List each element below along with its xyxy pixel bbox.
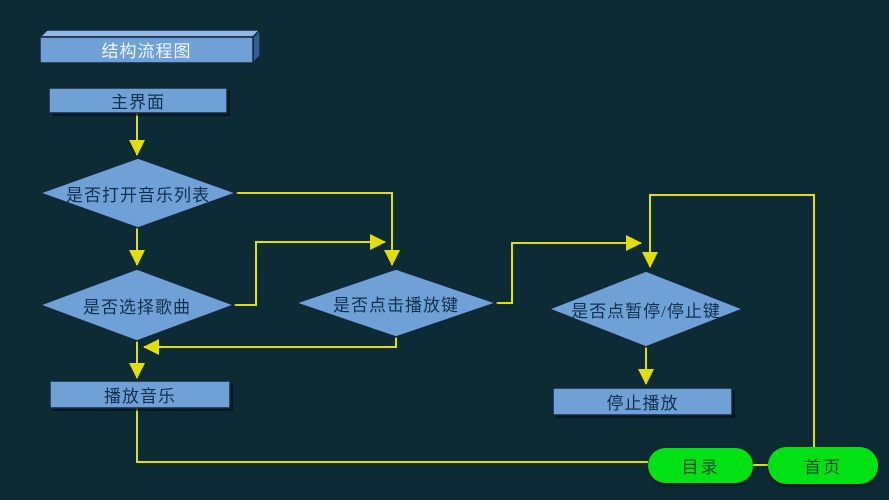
connector-clickplay-to-pausestop <box>496 235 642 304</box>
main-box-shape <box>48 87 228 114</box>
connector-playmusic-to-toc <box>136 408 648 463</box>
clickplay-diamond-shape <box>293 268 499 338</box>
openlist-diamond-shape <box>37 157 239 229</box>
connector-home-loop-to-pausestop <box>642 194 815 447</box>
home-button[interactable]: 首页 <box>768 447 878 484</box>
connectors <box>129 113 815 466</box>
connector-clickplay-to-playmusic-branch <box>143 337 397 355</box>
connector-openlist-to-clickplay <box>236 192 400 266</box>
pausestop-diamond-shape <box>546 270 746 348</box>
toc-button[interactable]: 目录 <box>648 448 753 483</box>
playmusic-box-shape <box>49 380 231 409</box>
node-shapes <box>37 28 746 418</box>
title-box-side-face <box>252 28 261 65</box>
title-box-top-face <box>38 29 262 38</box>
selectsong-diamond-shape <box>37 268 237 342</box>
connector-selectsong-to-clickplay <box>234 234 386 306</box>
stopplay-box-shape <box>552 387 733 416</box>
title-box-shape <box>39 36 254 64</box>
